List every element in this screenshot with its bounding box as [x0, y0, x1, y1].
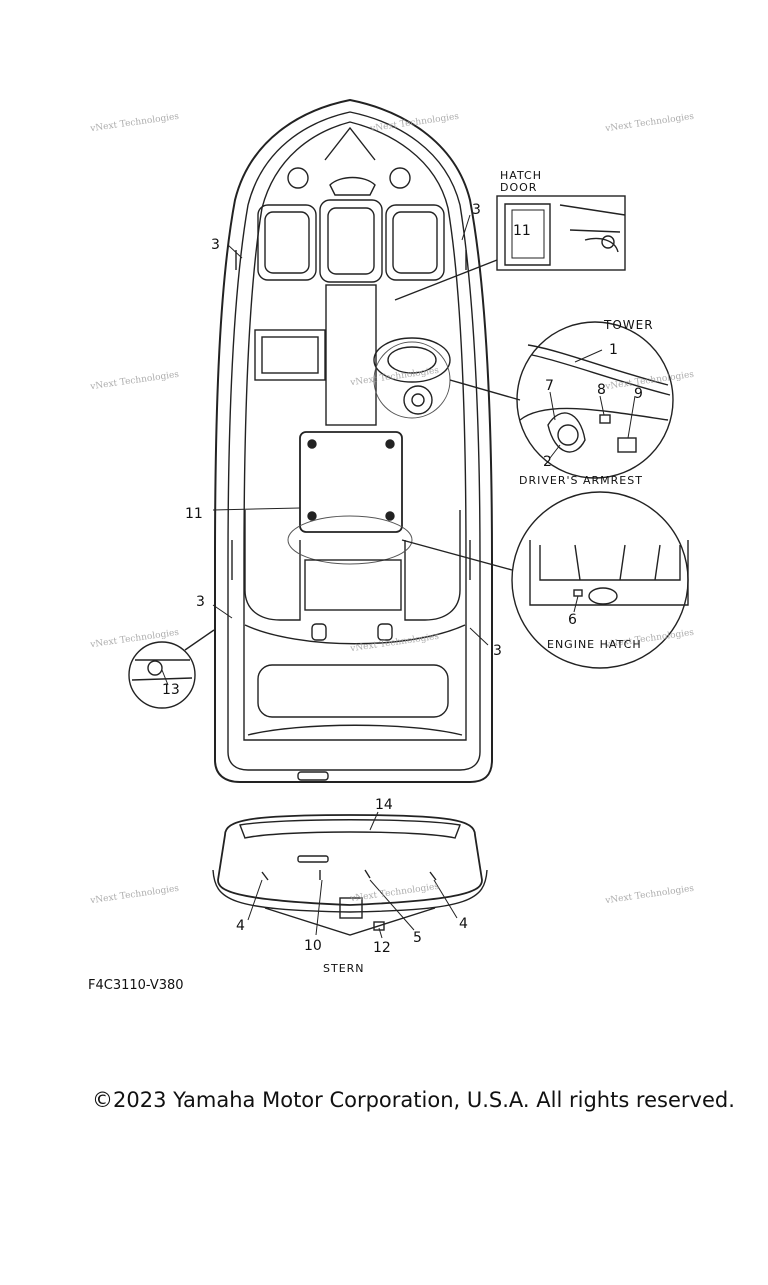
callout-7: 7 [545, 378, 554, 394]
leader-lines [161, 214, 636, 939]
stern-view [212, 814, 488, 936]
hatch-door-inset [394, 195, 626, 301]
callout-1: 1 [609, 342, 618, 358]
callout-10: 10 [304, 938, 322, 954]
callout-14: 14 [375, 797, 393, 813]
boat-hull [214, 98, 493, 783]
callout-3: 3 [493, 643, 502, 659]
tower-armrest-inset [449, 321, 674, 479]
figure-code: F4C3110-V380 [88, 978, 184, 993]
callout-2: 2 [543, 454, 552, 470]
label-hatch-door: HATCH DOOR [500, 169, 542, 194]
callout-4: 4 [459, 916, 468, 932]
callout-11: 11 [185, 506, 203, 522]
callout-5: 5 [413, 930, 422, 946]
callout-3: 3 [472, 202, 481, 218]
callout-12: 12 [373, 940, 391, 956]
callout-3: 3 [196, 594, 205, 610]
label-tower: TOWER [604, 318, 654, 332]
label-drivers-armrest: DRIVER'S ARMREST [519, 474, 643, 487]
callout-3: 3 [211, 237, 220, 253]
copyright-notice: ©2023 Yamaha Motor Corporation, U.S.A. A… [92, 1088, 735, 1112]
callout-6: 6 [568, 612, 577, 628]
callout-9: 9 [634, 386, 643, 402]
label-engine-hatch: ENGINE HATCH [547, 638, 642, 651]
label-stern: STERN [323, 962, 365, 975]
callout-8: 8 [597, 382, 606, 398]
callout-4: 4 [236, 918, 245, 934]
callout-11: 11 [513, 223, 531, 239]
callout-13: 13 [162, 682, 180, 698]
detail-13-inset [128, 629, 215, 709]
